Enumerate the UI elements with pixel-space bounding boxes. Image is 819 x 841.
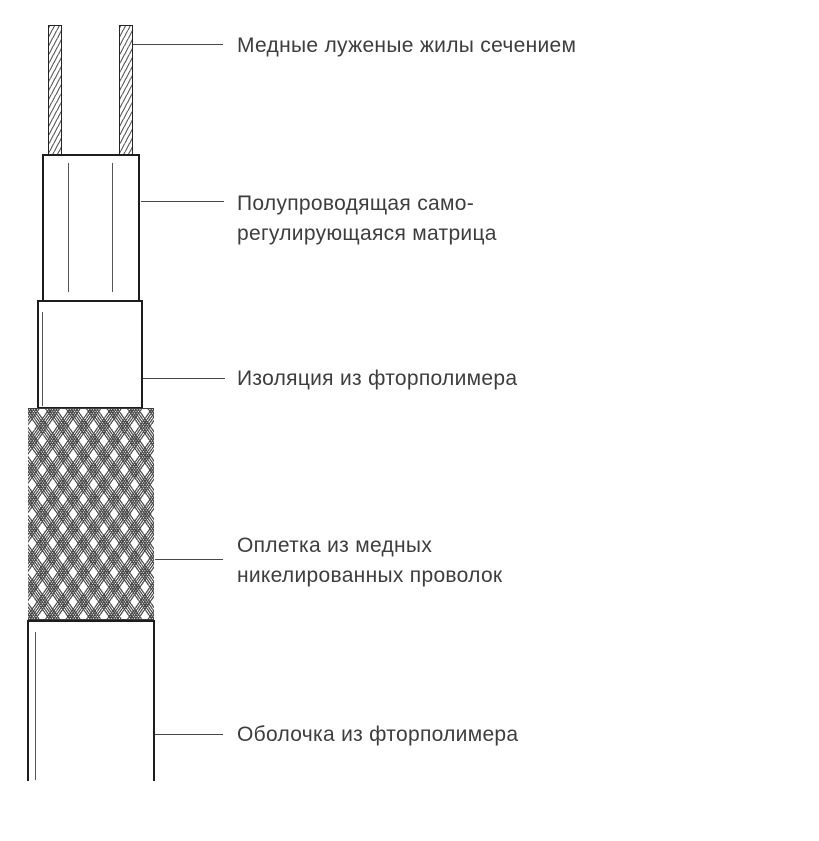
insulation-highlight-line (42, 312, 43, 406)
label-braid-line2: никелированных проволок (237, 564, 503, 587)
nickel-plated-copper-braid-layer (28, 408, 154, 620)
label-insulation-line1: Изоляция из фторполимера (237, 367, 518, 390)
label-conductors-line1: Медные луженые жилы сечением (237, 34, 577, 57)
label-jacket: Оболочка из фторполимера (237, 720, 518, 750)
leader-line-matrix (141, 201, 224, 203)
leader-line-braid (155, 559, 223, 561)
fluoropolymer-insulation-layer (37, 300, 143, 409)
leader-line-conductors (133, 44, 223, 46)
label-braid: Оплетка из медных никелированных проволо… (237, 531, 502, 591)
label-matrix: Полупроводящая само- регулирующаяся матр… (237, 189, 497, 249)
tinned-copper-conductor-left (48, 25, 62, 156)
matrix-conductor-shading-line-right (112, 163, 113, 292)
leader-line-insulation (143, 378, 225, 380)
leader-line-jacket (155, 734, 223, 736)
fluoropolymer-outer-jacket-layer (27, 620, 155, 781)
label-braid-line1: Оплетка из медных (237, 534, 433, 557)
label-conductors: Медные луженые жилы сечением (237, 31, 576, 61)
label-matrix-line2: регулирующаяся матрица (237, 222, 497, 245)
jacket-highlight-line (35, 632, 36, 780)
label-jacket-line1: Оболочка из фторполимера (237, 723, 519, 746)
tinned-copper-conductor-right (119, 25, 133, 156)
matrix-conductor-shading-line-left (68, 163, 69, 292)
label-insulation: Изоляция из фторполимера (237, 364, 517, 394)
label-matrix-line1: Полупроводящая само- (237, 192, 475, 215)
self-regulating-matrix-layer (42, 154, 140, 302)
